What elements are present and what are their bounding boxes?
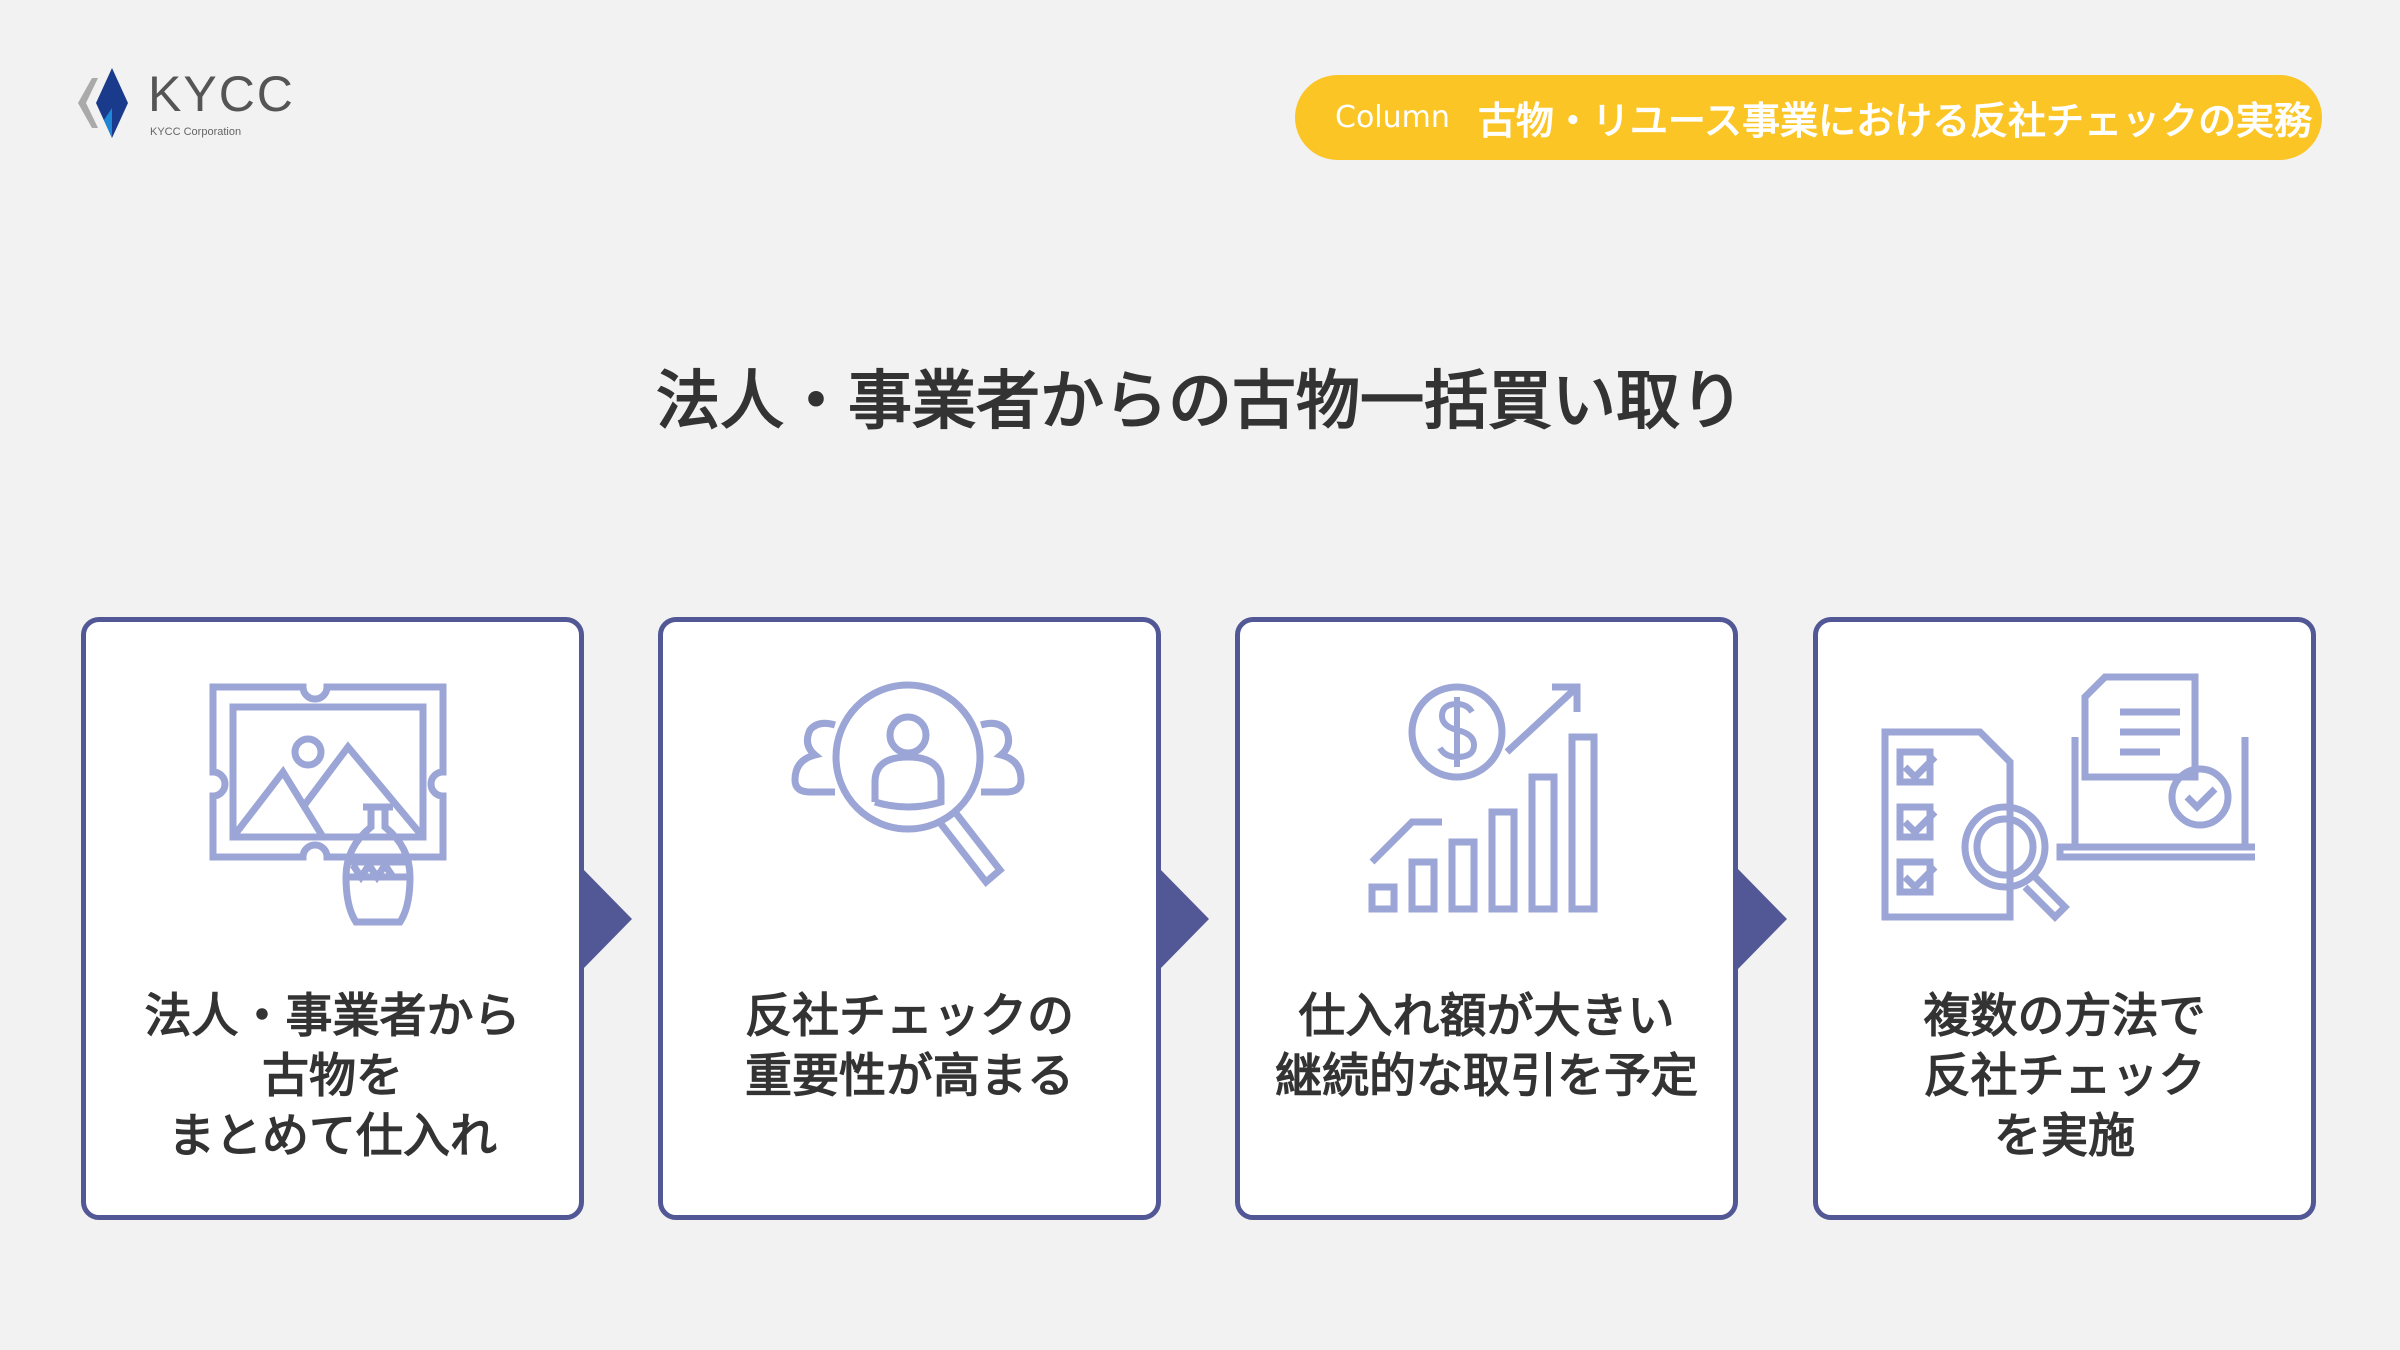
step-3-line-1: 仕入れ額が大きい: [1298, 989, 1675, 1044]
page-title: 法人・事業者からの古物一括買い取り: [656, 365, 1744, 439]
step-4-line-2: 反社チェック: [1923, 1049, 2206, 1104]
checklist-document-laptop-icon: [1881, 673, 2255, 922]
step-2-line-2: 重要性が高まる: [745, 1049, 1074, 1104]
kycc-logo: KYCC KYCC Corporation: [78, 68, 318, 148]
column-label: Column: [1335, 100, 1450, 135]
logo-text: KYCC: [148, 66, 295, 122]
step-3-line-2: 継続的な取引を予定: [1275, 1049, 1698, 1104]
arrow-right-icon: [1159, 868, 1209, 970]
step-card-4: 複数の方法で 反社チェック を実施: [1813, 617, 2316, 1220]
step-card-2: 反社チェックの 重要性が高まる: [658, 617, 1161, 1220]
people-search-icon: [790, 681, 1025, 888]
arrow-right-icon: [1737, 868, 1787, 970]
framed-picture-vase-icon: [209, 683, 446, 926]
growth-chart-dollar-icon: [1368, 683, 1597, 913]
step-card-3: 仕入れ額が大きい 継続的な取引を予定: [1235, 617, 1738, 1220]
step-2-line-1: 反社チェックの: [745, 989, 1074, 1044]
logo-subtitle: KYCC Corporation: [150, 126, 242, 138]
step-4-line-1: 複数の方法で: [1923, 989, 2206, 1044]
column-title: 古物・リユース事業における反社チェックの実務: [1477, 99, 2312, 143]
step-card-1: 法人・事業者から 古物を まとめて仕入れ: [81, 617, 584, 1220]
step-1-line-2: 古物を: [262, 1049, 403, 1104]
step-1-line-1: 法人・事業者から: [144, 989, 521, 1044]
logo-diamond-icon: [78, 68, 128, 138]
arrow-right-icon: [582, 868, 632, 970]
column-badge: Column 古物・リユース事業における反社チェックの実務: [1295, 75, 2322, 160]
step-4-line-3: を実施: [1994, 1109, 2135, 1164]
step-1-line-3: まとめて仕入れ: [168, 1109, 497, 1164]
